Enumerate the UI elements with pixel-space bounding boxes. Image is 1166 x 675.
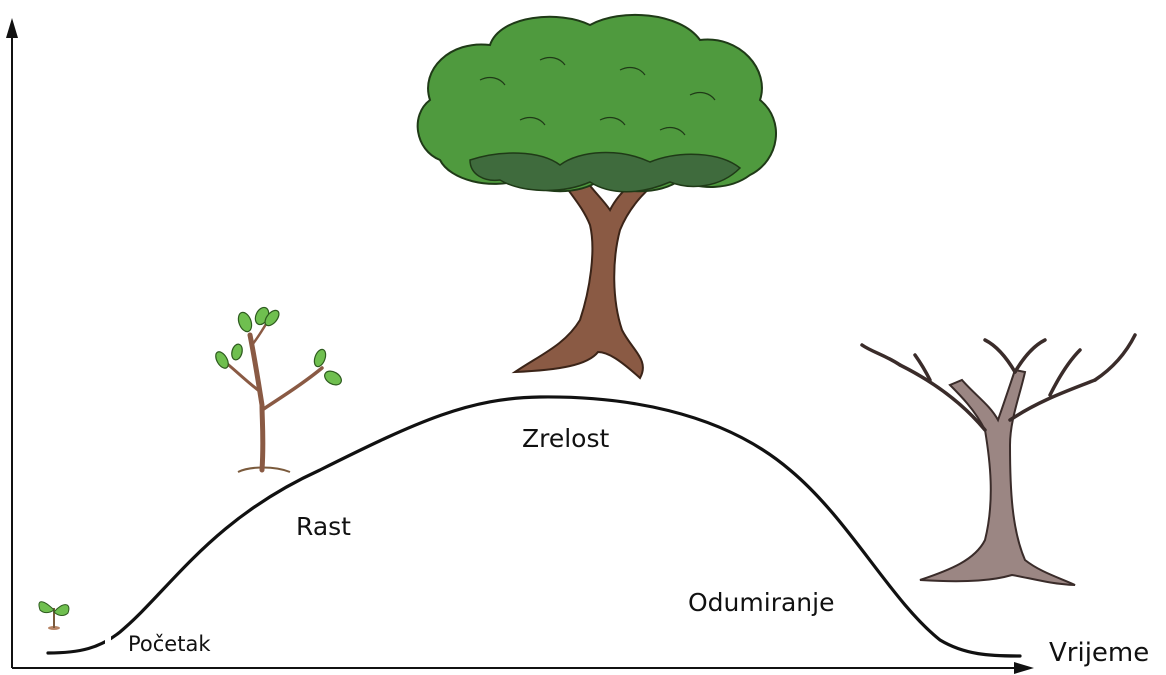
x-axis-arrowhead bbox=[1014, 662, 1034, 674]
label-start: Početak bbox=[128, 632, 211, 656]
young-tree-illustration bbox=[215, 306, 342, 473]
x-axis-label: Vrijeme bbox=[1049, 638, 1150, 668]
sprout-illustration bbox=[38, 601, 70, 630]
y-axis-arrowhead bbox=[6, 18, 18, 38]
label-decline: Odumiranje bbox=[688, 588, 835, 617]
mature-tree-illustration bbox=[416, 13, 777, 380]
axes bbox=[6, 18, 1034, 674]
label-growth: Rast bbox=[296, 512, 351, 541]
curve-gap-start bbox=[105, 618, 111, 666]
life-cycle-curve bbox=[46, 395, 1022, 658]
dead-tree-illustration bbox=[860, 333, 1137, 586]
label-maturity: Zrelost bbox=[522, 424, 610, 453]
